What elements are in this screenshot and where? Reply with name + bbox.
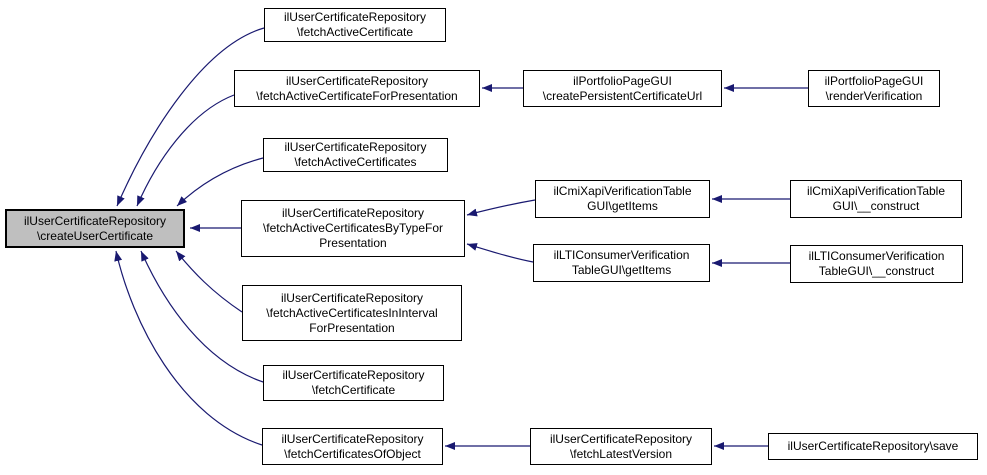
node-label-line: \createPersistentCertificateUrl	[542, 88, 703, 103]
node-label-line: TableGUI\__construct	[818, 264, 935, 278]
node-cmiXapiVerificationTableGUI-construct[interactable]: ilCmiXapiVerificationTable GUI\__constru…	[790, 180, 962, 218]
node-label-line: ilPortfolioPageGUI	[824, 73, 924, 88]
node-label-line: ilUserCertificateRepository	[23, 213, 167, 228]
node-fetchCertificatesOfObject[interactable]: ilUserCertificateRepository \fetchCertif…	[262, 428, 443, 465]
node-fetchActiveCertificateForPresentation[interactable]: ilUserCertificateRepository \fetchActive…	[234, 70, 480, 107]
edge-cmiXapiGetItems-to-fetchActiveCertificatesByTypeForPresentation	[466, 199, 536, 217]
node-label-line: ilUserCertificateRepository	[281, 431, 424, 446]
node-label-line: ilLTIConsumerVerification	[553, 248, 690, 262]
node-label-line: ilPortfolioPageGUI	[573, 73, 672, 88]
node-label-line: ilUserCertificateRepository	[284, 140, 427, 154]
node-fetchActiveCertificate[interactable]: ilUserCertificateRepository \fetchActive…	[264, 8, 446, 42]
edge-fetchActiveCertificate-to-createUserCertificate	[116, 27, 265, 207]
node-label-line: \fetchCertificatesOfObject	[284, 446, 421, 461]
node-label-line: \fetchCertificate	[311, 383, 396, 397]
node-fetchActiveCertificatesInIntervalForPresentation[interactable]: ilUserCertificateRepository \fetchActive…	[242, 285, 462, 341]
node-fetchActiveCertificatesByTypeForPresentation[interactable]: ilUserCertificateRepository \fetchActive…	[241, 200, 465, 257]
node-label-line: \fetchLatestVersion	[569, 446, 673, 461]
node-label-line: ilLTIConsumerVerification	[808, 249, 945, 263]
node-label-line: \createUserCertificate	[36, 228, 154, 243]
edge-fetchActiveCertificateForPresentation-to-createUserCertificate	[136, 94, 235, 207]
node-createPersistentCertificateUrl[interactable]: ilPortfolioPageGUI \createPersistentCert…	[523, 70, 722, 107]
node-ltiConsumerVerificationTableGUI-getItems[interactable]: ilLTIConsumerVerification TableGUI\getIt…	[533, 244, 710, 282]
node-save[interactable]: ilUserCertificateRepository\save	[768, 433, 978, 460]
node-label-line: GUI\getItems	[587, 199, 658, 213]
node-label-line: ilUserCertificateRepository	[282, 368, 425, 382]
node-label-line: ilUserCertificateRepository\save	[787, 439, 959, 453]
node-label-line: ForPresentation	[309, 320, 395, 335]
edge-fetchActiveCertificatesInIntervalForPresentation-to-createUserCertificate	[175, 250, 243, 313]
node-label-line: TableGUI\getItems	[571, 263, 672, 277]
node-fetchActiveCertificates[interactable]: ilUserCertificateRepository \fetchActive…	[263, 138, 448, 172]
node-label-line: ilCmiXapiVerificationTable	[806, 184, 946, 198]
node-cmiXapiVerificationTableGUI-getItems[interactable]: ilCmiXapiVerificationTable GUI\getItems	[535, 180, 710, 218]
node-label-line: \fetchActiveCertificateForPresentation	[256, 88, 458, 103]
edge-fetchCertificatesOfObject-to-createUserCertificate	[114, 250, 263, 446]
node-createUserCertificate: ilUserCertificateRepository \createUserC…	[5, 209, 185, 248]
node-label-line: \fetchActiveCertificate	[296, 25, 414, 39]
edge-fetchActiveCertificates-to-createUserCertificate	[176, 157, 264, 207]
node-label-line: GUI\__construct	[832, 199, 920, 213]
node-fetchLatestVersion[interactable]: ilUserCertificateRepository \fetchLatest…	[530, 428, 712, 465]
node-label-line: \fetchActiveCertificatesByTypeFor	[262, 221, 444, 235]
node-label-line: ilUserCertificateRepository	[549, 431, 693, 446]
node-label-line: \fetchActiveCertificates	[294, 155, 417, 169]
node-label-line: ilCmiXapiVerificationTable	[553, 184, 692, 198]
node-ltiConsumerVerificationTableGUI-construct[interactable]: ilLTIConsumerVerification TableGUI\__con…	[790, 245, 963, 283]
node-label-line: ilUserCertificateRepository	[280, 290, 424, 305]
node-label-line: ilUserCertificateRepository	[283, 10, 427, 24]
node-label-line: ilUserCertificateRepository	[281, 206, 425, 220]
edge-fetchCertificate-to-createUserCertificate	[140, 250, 264, 383]
node-label-line: ilUserCertificateRepository	[285, 73, 429, 88]
edge-ltiGetItems-to-fetchActiveCertificatesByTypeForPresentation	[466, 243, 534, 263]
node-label-line: Presentation	[319, 236, 387, 250]
node-label-line: \fetchActiveCertificatesInInterval	[266, 305, 438, 320]
node-renderVerification[interactable]: ilPortfolioPageGUI \renderVerification	[808, 70, 940, 107]
node-label-line: \renderVerification	[825, 88, 923, 103]
node-fetchCertificate[interactable]: ilUserCertificateRepository \fetchCertif…	[263, 365, 444, 401]
